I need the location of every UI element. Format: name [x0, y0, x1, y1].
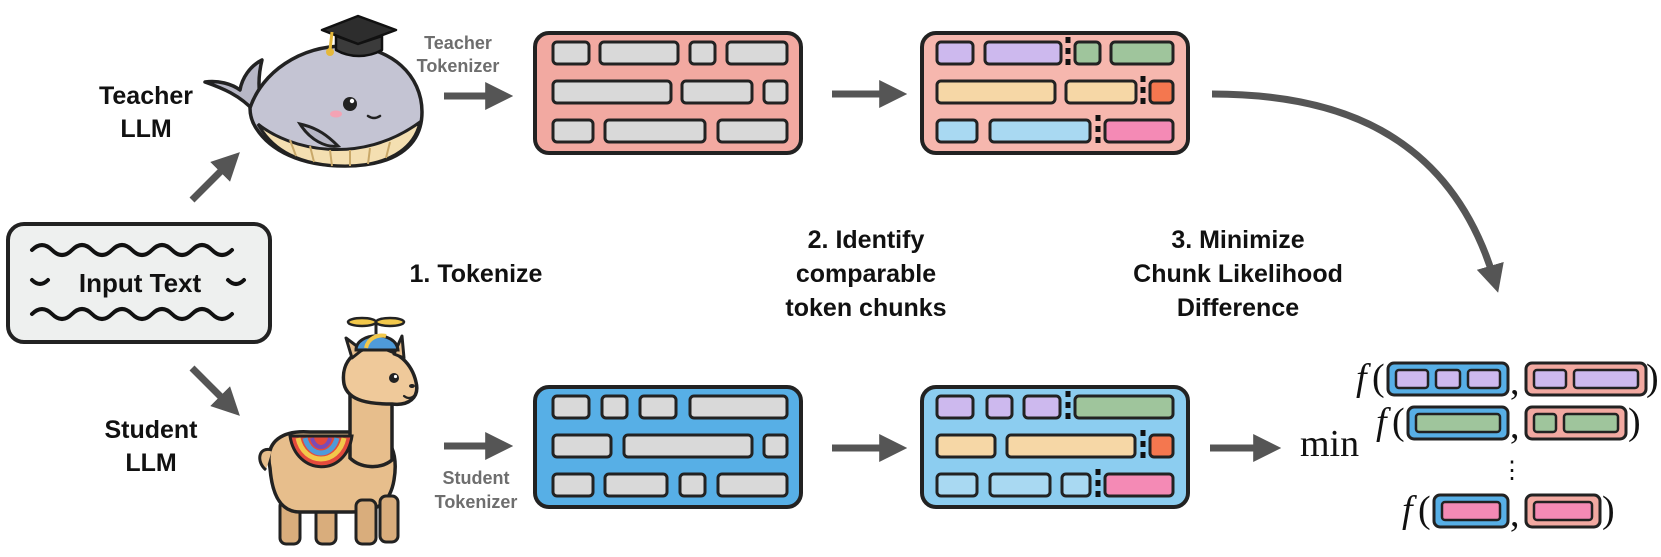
- step2-label-line1: 2. Identify: [808, 226, 925, 254]
- token: [1103, 472, 1175, 498]
- wave-line-right: [226, 278, 246, 286]
- vertical-ellipsis: ⋮: [1500, 458, 1524, 484]
- token: [935, 79, 1057, 105]
- token: [551, 79, 673, 105]
- graduation-cap-icon: [320, 14, 398, 58]
- token: [935, 472, 979, 498]
- teacher-token-panel: [533, 31, 803, 155]
- svg-text:(: (: [1372, 357, 1385, 399]
- objective-formula: min f ( , ) f ( , ) ⋮ f ( , ): [1300, 357, 1659, 535]
- teacher-tokenizer-label-line2: Tokenizer: [417, 56, 500, 76]
- wave-line-top: [30, 243, 234, 257]
- token: [688, 394, 789, 420]
- token: [716, 472, 789, 498]
- token: [935, 433, 997, 459]
- step3-label-line3: Difference: [1177, 294, 1299, 322]
- svg-text:,: ,: [1510, 493, 1520, 535]
- token: [762, 433, 789, 459]
- token: [725, 40, 789, 66]
- input-text-box: Input Text: [6, 222, 272, 344]
- token: [688, 40, 717, 66]
- token: [603, 118, 707, 144]
- token: [551, 118, 595, 144]
- llama-student-icon: [258, 334, 419, 546]
- token: [716, 118, 789, 144]
- token: [1109, 40, 1175, 66]
- arrow-input-to-student: [189, 365, 240, 416]
- student-tokenizer-label-line2: Tokenizer: [435, 492, 518, 512]
- svg-text:): ): [1602, 489, 1615, 531]
- student-tokenizer-label-line1: Student: [443, 468, 510, 488]
- input-text-label: Input Text: [79, 268, 202, 298]
- min-operator: min: [1300, 423, 1359, 465]
- step3-label-line2: Chunk Likelihood: [1133, 260, 1343, 288]
- propeller-hat-icon: [346, 316, 406, 352]
- token: [598, 40, 680, 66]
- f-symbol: f: [1402, 489, 1417, 531]
- svg-text:,: ,: [1510, 361, 1520, 403]
- token: [1022, 394, 1062, 420]
- step3-label-line1: 3. Minimize: [1171, 226, 1304, 254]
- token: [762, 79, 789, 105]
- token: [935, 118, 979, 144]
- arrow-input-to-teacher: [189, 152, 240, 203]
- svg-text:): ): [1646, 357, 1659, 399]
- token: [988, 118, 1092, 144]
- token: [551, 433, 613, 459]
- teacher-label-line1: Teacher: [99, 82, 193, 110]
- teacher-label-line2: LLM: [120, 115, 171, 143]
- token: [680, 79, 754, 105]
- token: [935, 40, 975, 66]
- token: [1073, 394, 1175, 420]
- student-chunk-panel: [920, 385, 1190, 509]
- token: [1148, 433, 1175, 459]
- token: [1064, 79, 1138, 105]
- token: [551, 472, 595, 498]
- f-symbol: f: [1376, 401, 1391, 443]
- svg-text:(: (: [1392, 401, 1405, 443]
- token: [985, 394, 1014, 420]
- token: [1148, 79, 1175, 105]
- wave-line-left: [30, 278, 50, 286]
- token: [638, 394, 678, 420]
- teacher-chunk-panel: [920, 31, 1190, 155]
- teacher-tokenizer-label-line1: Teacher: [424, 33, 492, 53]
- step1-label: 1. Tokenize: [410, 260, 543, 288]
- token: [600, 394, 629, 420]
- svg-text:,: ,: [1510, 405, 1520, 447]
- token: [551, 394, 591, 420]
- svg-text:): ): [1628, 401, 1641, 443]
- token: [988, 472, 1052, 498]
- arrow-teacher-chunks-to-formula: [1211, 90, 1504, 293]
- token: [1060, 472, 1092, 498]
- token: [1073, 40, 1102, 66]
- token: [1103, 118, 1175, 144]
- whale-teacher-icon: [203, 44, 424, 168]
- f-symbol: f: [1356, 357, 1371, 399]
- token: [678, 472, 707, 498]
- token: [622, 433, 754, 459]
- student-token-panel: [533, 385, 803, 509]
- student-label-line2: LLM: [125, 449, 176, 477]
- token: [983, 40, 1063, 66]
- svg-text:(: (: [1418, 489, 1431, 531]
- token: [935, 394, 975, 420]
- token: [1005, 433, 1137, 459]
- step2-label-line3: token chunks: [785, 294, 946, 322]
- student-label-line1: Student: [104, 416, 198, 444]
- wave-line-bottom: [30, 307, 234, 321]
- token: [603, 472, 669, 498]
- token: [551, 40, 591, 66]
- step2-label-line2: comparable: [796, 260, 936, 288]
